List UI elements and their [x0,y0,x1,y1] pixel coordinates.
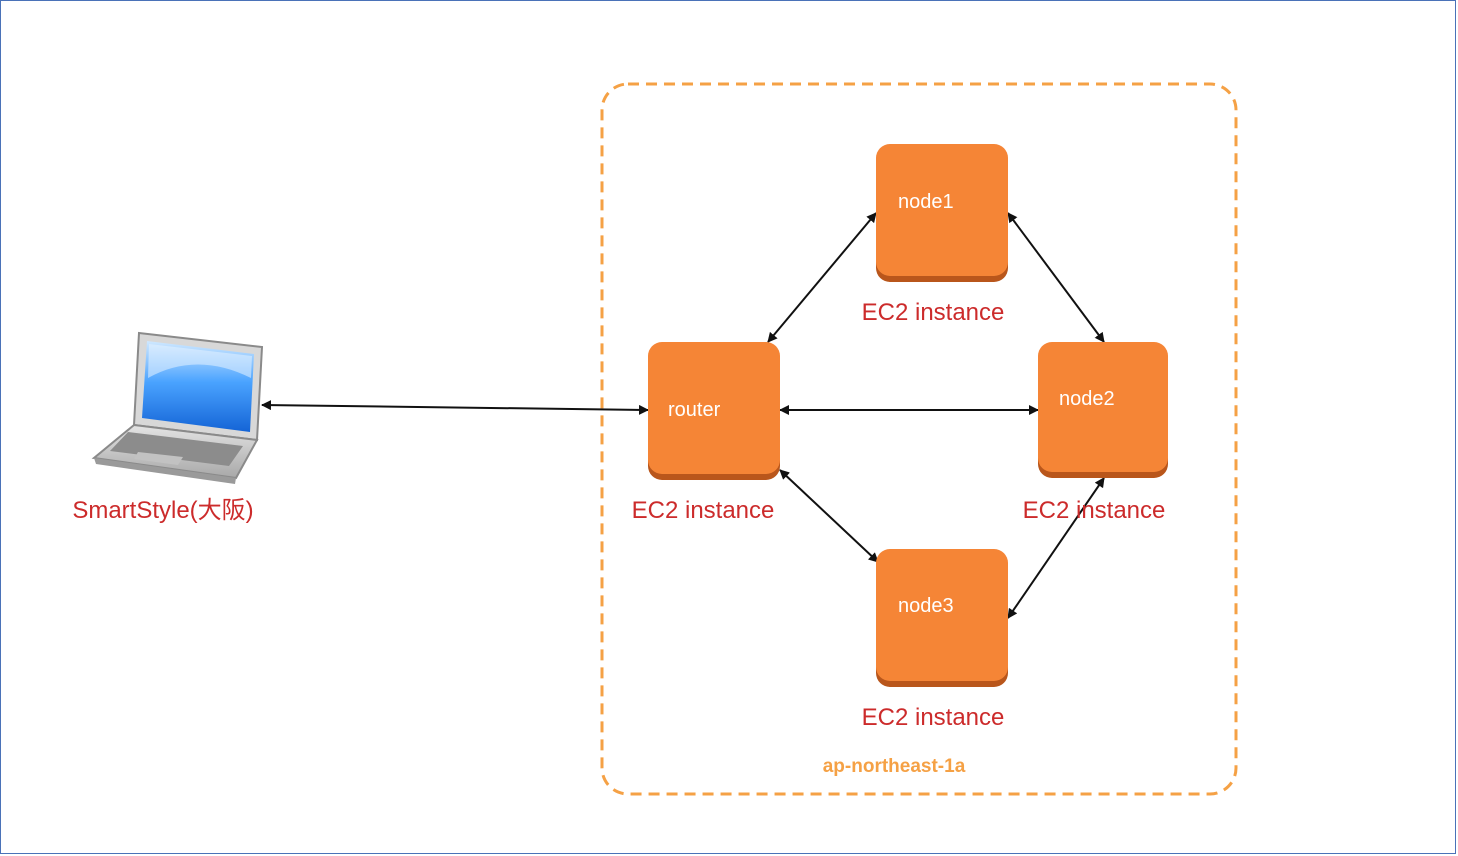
client-label: SmartStyle(大阪) [72,497,253,524]
laptop-icon [91,331,264,484]
connection-node1-node2 [1007,212,1105,343]
connection-node2-node3 [1007,477,1105,619]
node-box [1038,342,1168,472]
ec2-node-node1[interactable]: node1 EC2 instance [862,144,1008,326]
availability-zone: ap-northeast-1a [600,82,1238,796]
instance-label: EC2 instance [862,704,1005,731]
instance-label: EC2 instance [1023,497,1166,524]
node-box [876,144,1008,276]
connections [261,212,1105,619]
node-name: node1 [898,191,954,213]
connection-client-router [261,400,649,415]
client-laptop[interactable]: SmartStyle(大阪) [72,331,264,524]
node-name: node3 [898,595,954,617]
instance-label: EC2 instance [632,497,775,524]
node-box [648,342,780,474]
ec2-node-node3[interactable]: node3 EC2 instance [862,549,1008,731]
instance-label: EC2 instance [862,299,1005,326]
zone-label: ap-northeast-1a [823,756,966,777]
zone-border [600,82,1238,796]
ec2-node-node2[interactable]: node2 EC2 instance [1023,342,1168,524]
node-box [876,549,1008,681]
connection-router-node1 [767,212,877,343]
node-name: router [668,399,721,421]
ec2-node-router[interactable]: router EC2 instance [632,342,780,524]
connection-router-node3 [779,469,879,563]
node-name: node2 [1059,388,1115,410]
